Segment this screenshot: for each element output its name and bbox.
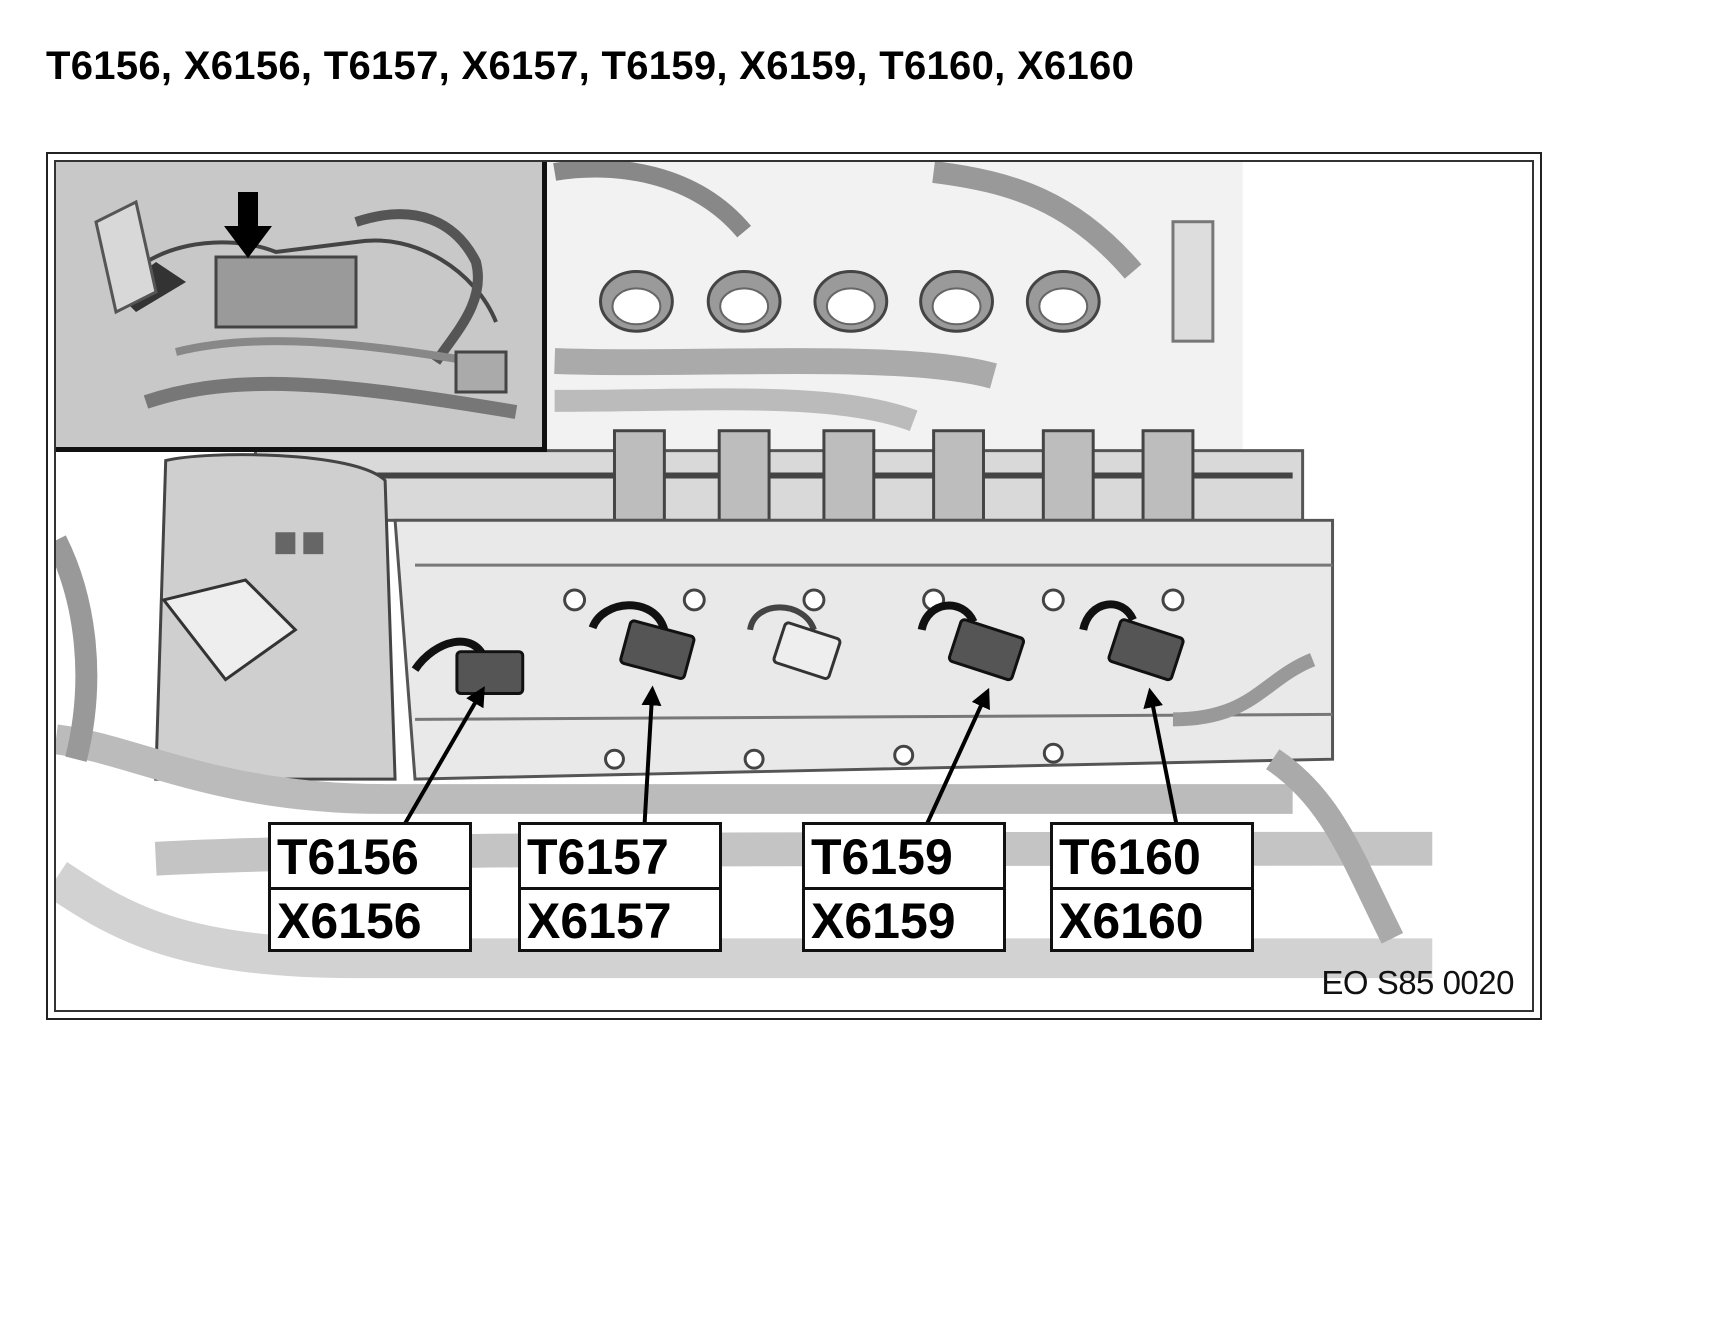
callout-label-x6157: X6157 (527, 893, 672, 949)
figure-frame: T6156 X6156 T6157 X6157 T6159 X6159 T616… (46, 152, 1542, 1020)
locator-inset (56, 162, 547, 452)
callout-label-t6159: T6159 (805, 825, 1003, 890)
engine-illustration: T6156 X6156 T6157 X6157 T6159 X6159 T616… (54, 160, 1534, 1012)
callout-label-t6157: T6157 (521, 825, 719, 890)
engine-drawing (56, 162, 1433, 979)
callout-t6157-x6157: T6157 X6157 (518, 822, 722, 952)
callout-label-t6160: T6160 (1053, 825, 1251, 890)
callout-t6159-x6159: T6159 X6159 (802, 822, 1006, 952)
callout-t6156-x6156: T6156 X6156 (268, 822, 472, 952)
ignition-coil-connectors (411, 600, 1185, 695)
figure-reference-code: EO S85 0020 (1321, 964, 1514, 1001)
callout-label-x6159: X6159 (811, 893, 956, 949)
callout-t6160-x6160: T6160 X6160 (1050, 822, 1254, 952)
leader-arrows (401, 685, 1179, 828)
location-arrow-icon (224, 192, 272, 258)
callout-label-t6156: T6156 (271, 825, 469, 890)
callout-label-x6160: X6160 (1059, 893, 1204, 949)
engine-body (56, 162, 1433, 979)
inset-engine-overview (56, 162, 542, 447)
page-title: T6156, X6156, T6157, X6157, T6159, X6159… (46, 44, 1135, 88)
callout-label-x6156: X6156 (277, 893, 422, 949)
